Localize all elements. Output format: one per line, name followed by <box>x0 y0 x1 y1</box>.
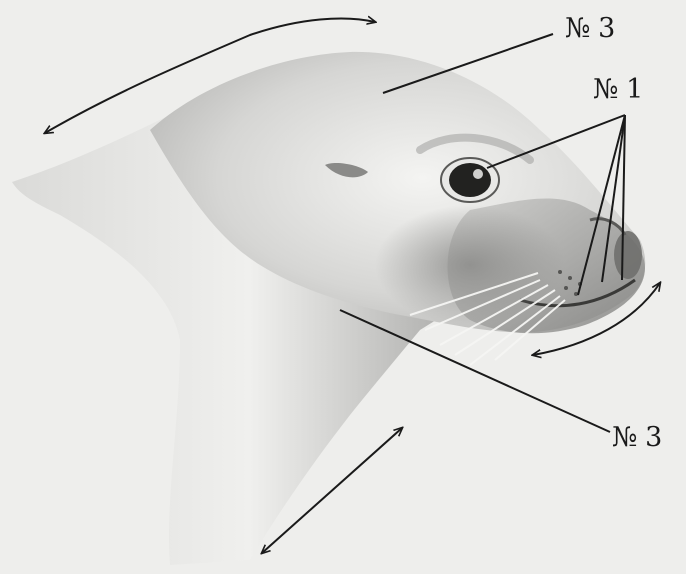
seal-head <box>12 52 645 565</box>
seal-eye <box>449 163 491 197</box>
label-number-1: № 1 <box>593 76 643 103</box>
seal-cheek-shadow <box>375 205 565 325</box>
seal-nose <box>614 231 642 279</box>
label-number-3-top: № 3 <box>565 15 615 42</box>
seal-eye-highlight <box>473 169 483 179</box>
label-number-3-bottom: № 3 <box>612 424 662 451</box>
